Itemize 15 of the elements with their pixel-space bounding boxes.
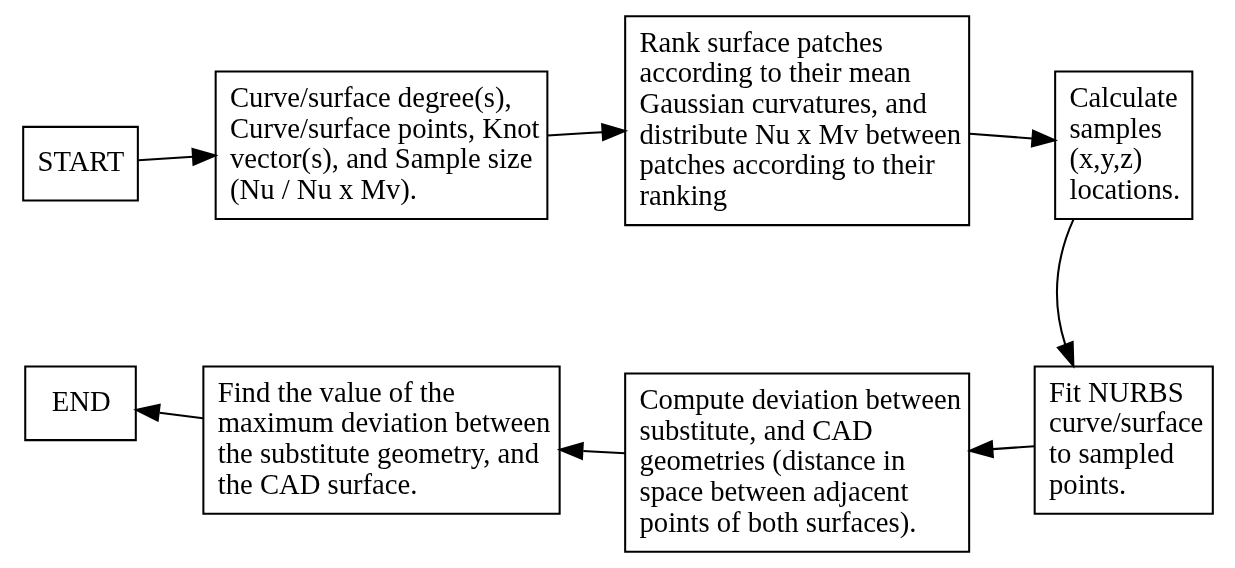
node-box: Rank surface patches according to their mean Gaussian curvatures, and distribute Nu x Mv between patches according to their ranking [623, 15, 970, 227]
node-box: END [23, 365, 137, 442]
node-box: Curve/surface degree(s), Curve/surface points, Knot vector(s), and Sample size (Nu / Nu x Mv). [214, 70, 548, 220]
arrow [132, 403, 203, 423]
arrow [556, 441, 625, 461]
arrow [966, 439, 1035, 459]
arrow [546, 122, 628, 142]
node-box: Fit NURBS curve/surface to sampled points. [1033, 365, 1214, 515]
node-box: Calculate samples (x,y,z) locations. [1053, 70, 1193, 220]
node-box: Find the value of the maximum deviation between the substitute geometry, and the CAD surface. [201, 365, 561, 515]
arrow [969, 129, 1058, 148]
arrow [137, 147, 219, 167]
node-box: START [21, 125, 139, 202]
node-box: Compute deviation between substitute, and CAD geometries (distance in space between adjacent points of both surfaces). [623, 372, 970, 553]
arrow [1055, 219, 1074, 369]
